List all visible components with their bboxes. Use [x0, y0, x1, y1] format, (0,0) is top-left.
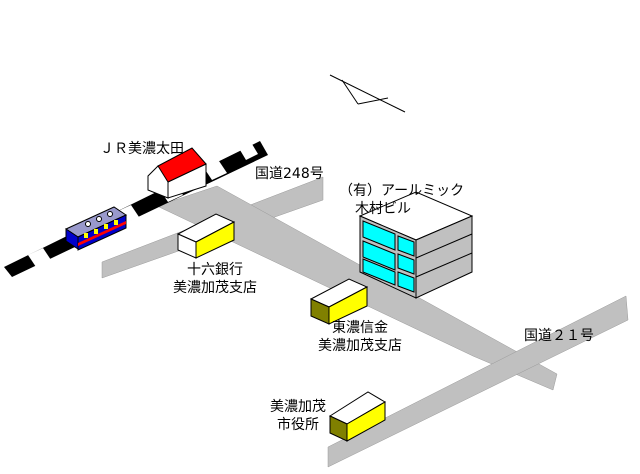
city-hall-building-icon: [328, 391, 386, 442]
juroku-bank-building-icon: [176, 213, 236, 259]
north-arrow-icon: [329, 74, 406, 113]
tono-shinkin-label-line2: 美濃加茂支店: [318, 338, 402, 354]
juroku-bank-label-line1: 十六銀行: [187, 262, 243, 278]
juroku-bank-label-line2: 美濃加茂支店: [173, 280, 257, 296]
alumic-label-line1: （有）アールミック: [339, 183, 465, 199]
tono-shinkin-building-icon: [309, 278, 369, 325]
city-hall-label-line1: 美濃加茂: [270, 399, 326, 415]
station-label: ＪＲ美濃太田: [100, 141, 184, 157]
train-icon: [64, 206, 128, 251]
route-21-label: 国道２１号: [524, 328, 594, 344]
alumic-label-line2: 木村ビル: [355, 201, 411, 217]
route-248-label: 国道248号: [255, 166, 324, 182]
city-hall-label-line2: 市役所: [277, 417, 319, 433]
office-building-icon: [358, 191, 474, 299]
road-21: [327, 295, 629, 468]
tono-shinkin-label-line1: 東濃信金: [332, 320, 388, 336]
station-building-icon: [147, 147, 207, 199]
